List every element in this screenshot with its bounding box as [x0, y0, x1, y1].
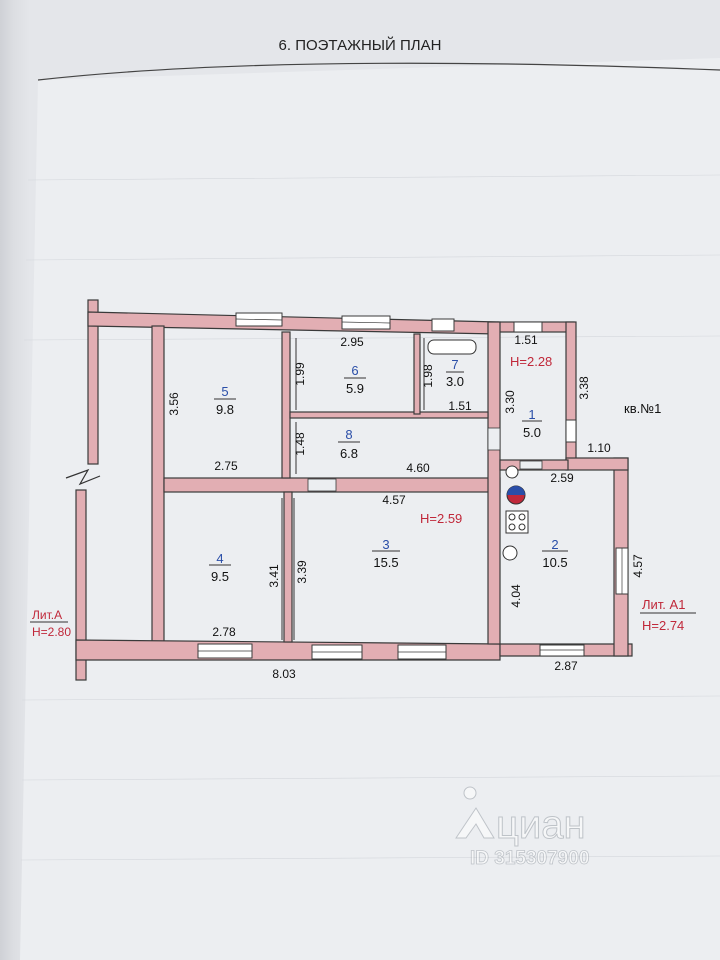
room-5-area: 9.8 — [216, 402, 234, 417]
room-fraction-bars — [30, 371, 696, 623]
room-numbers: 1 2 3 4 5 6 7 8 — [216, 357, 558, 566]
paper-sheet — [20, 58, 720, 960]
dim-3-39: 3.39 — [295, 560, 309, 584]
dim-1-51-mid: 1.51 — [448, 399, 472, 413]
dim-3-41: 3.41 — [267, 564, 281, 588]
door-8-3 — [307, 478, 337, 492]
room-6-area: 5.9 — [346, 381, 364, 396]
cian-logo-icon — [455, 786, 495, 839]
dim-4-04: 4.04 — [509, 584, 523, 608]
room-1-area: 5.0 — [523, 425, 541, 440]
room-7-number: 7 — [451, 357, 458, 372]
sink-room1-icon — [505, 465, 519, 479]
dim-3-56: 3.56 — [167, 392, 181, 416]
wall-left-upper — [87, 299, 99, 465]
room-1-number: 1 — [528, 407, 535, 422]
page-title: 6. ПОЭТАЖНЫЙ ПЛАН — [279, 36, 442, 54]
dim-4-60: 4.60 — [406, 461, 430, 475]
dim-4-57-mid: 4.57 — [382, 493, 406, 507]
room-3-area: 15.5 — [373, 555, 398, 570]
wall-left-lower — [75, 489, 87, 681]
watermark: циан ID 315307900 — [455, 786, 590, 869]
height-2-28: H=2.28 — [510, 354, 552, 369]
partition-5-6 — [281, 331, 291, 479]
wall-bottom-main — [75, 639, 501, 661]
dimension-lines — [281, 338, 425, 640]
height-2-74: H=2.74 — [642, 618, 684, 633]
partition-4-3 — [283, 491, 293, 643]
room-7-area: 3.0 — [446, 374, 464, 389]
bathtub-icon — [427, 339, 477, 355]
dim-2-95: 2.95 — [340, 335, 364, 349]
door-1-2 — [519, 460, 543, 470]
dim-1-98: 1.98 — [421, 364, 435, 388]
dim-8-03: 8.03 — [272, 667, 296, 681]
room-3-number: 3 — [382, 537, 389, 552]
window-top-1 — [513, 321, 543, 333]
height-2-80: H=2.80 — [32, 625, 71, 639]
room-areas: 5.0 10.5 15.5 9.5 9.8 5.9 3.0 6.8 — [211, 374, 568, 584]
window-right-1 — [565, 419, 577, 443]
door-8-1 — [487, 427, 501, 451]
dim-3-30: 3.30 — [503, 390, 517, 414]
apartment-label: кв.№1 — [624, 401, 661, 416]
wall-main-left — [151, 325, 165, 645]
horizontal-dimensions: 2.95 1.51 1.51 2.75 4.60 1.10 2.59 4.57 … — [212, 333, 611, 681]
window-lines — [198, 318, 623, 653]
window-bottom-2 — [539, 644, 585, 657]
room-5-number: 5 — [221, 384, 228, 399]
dim-3-38: 3.38 — [577, 376, 591, 400]
dim-4-57-right: 4.57 — [631, 554, 645, 578]
room-8-number: 8 — [345, 427, 352, 442]
watermark-brand: циан — [496, 803, 586, 847]
lit-a1-label: Лит. А1 — [642, 597, 685, 612]
room-2-number: 2 — [551, 537, 558, 552]
room-2-area: 10.5 — [542, 555, 567, 570]
door-openings — [307, 427, 543, 492]
wall-ledge — [565, 457, 629, 471]
wall-kitchen-left — [487, 321, 501, 645]
dim-1-51-top: 1.51 — [514, 333, 538, 347]
window-top-7 — [431, 318, 455, 332]
dim-1-48: 1.48 — [293, 432, 307, 456]
height-2-59: H=2.59 — [420, 511, 462, 526]
stove-icon — [505, 510, 529, 534]
room-6-number: 6 — [351, 363, 358, 378]
dim-2-59: 2.59 — [550, 471, 574, 485]
dim-1-99: 1.99 — [293, 362, 307, 386]
dim-2-78: 2.78 — [212, 625, 236, 639]
header-line — [37, 62, 720, 81]
plan-notes: H=2.28 H=2.59 кв.№1 Лит.А H=2.80 Лит. А1… — [32, 354, 685, 639]
gas-boiler-half-icon — [507, 486, 525, 495]
break-line-icon — [65, 468, 101, 486]
room-8-area: 6.8 — [340, 446, 358, 461]
paper-grid — [20, 174, 720, 861]
watermark-id: ID 315307900 — [470, 848, 589, 869]
stove-burners-icon — [508, 513, 526, 531]
vertical-dimensions: 3.56 1.99 1.98 3.30 3.38 1.48 3.41 3.39 … — [167, 362, 645, 608]
sink-icon — [502, 545, 518, 561]
dim-2-87: 2.87 — [554, 659, 578, 673]
room-4-area: 9.5 — [211, 569, 229, 584]
lit-a-label: Лит.А — [32, 608, 62, 622]
partition-6-8 — [289, 411, 489, 419]
room-4-number: 4 — [216, 551, 223, 566]
dim-2-75: 2.75 — [214, 459, 238, 473]
dim-1-10: 1.10 — [587, 441, 611, 455]
partition-6-7 — [413, 333, 421, 415]
